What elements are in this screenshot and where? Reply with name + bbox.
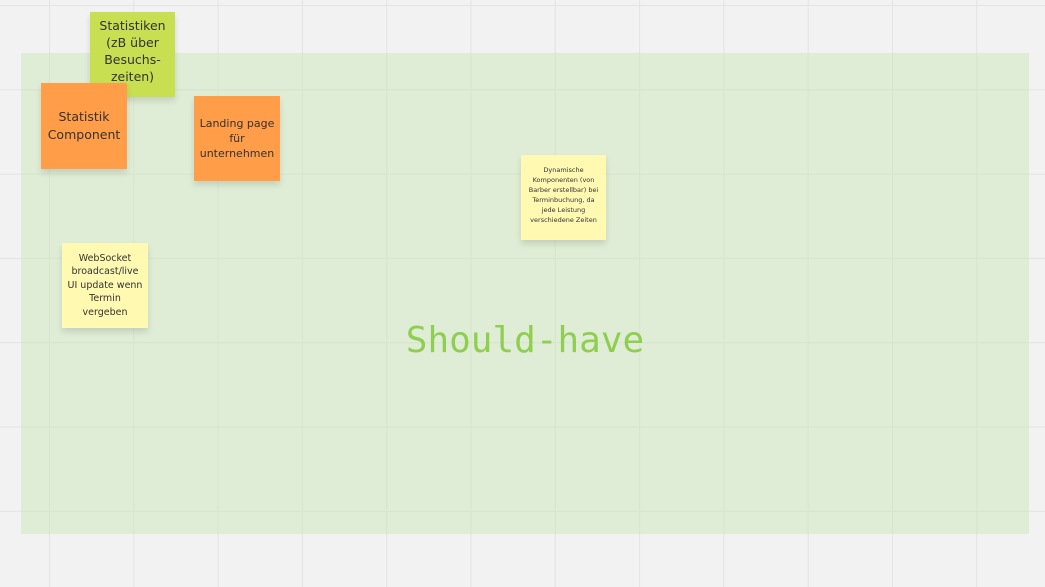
sticky-note-statistiken[interactable]: Statistiken (zB über Besuchs-zeiten) xyxy=(90,12,175,97)
sticky-note-text: Statistiken (zB über Besuchs-zeiten) xyxy=(99,18,166,84)
sticky-note-text: WebSocket broadcast/live UI update wenn … xyxy=(67,252,143,318)
frame-title: Should-have xyxy=(405,320,645,361)
sticky-note-text: Statistik Component xyxy=(47,109,121,142)
sticky-note-websocket[interactable]: WebSocket broadcast/live UI update wenn … xyxy=(62,243,148,328)
sticky-note-landing-page[interactable]: Landing page für unternehmen xyxy=(194,96,280,181)
sticky-note-statistik-component[interactable]: Statistik Component xyxy=(41,83,127,169)
sticky-note-text: Landing page für unternehmen xyxy=(199,117,275,160)
sticky-note-dynamische-komponenten[interactable]: Dynamische Komponenten (von Barber erste… xyxy=(521,155,606,240)
should-have-frame[interactable]: Should-have xyxy=(21,53,1029,534)
sticky-note-text: Dynamische Komponenten (von Barber erste… xyxy=(528,166,599,224)
